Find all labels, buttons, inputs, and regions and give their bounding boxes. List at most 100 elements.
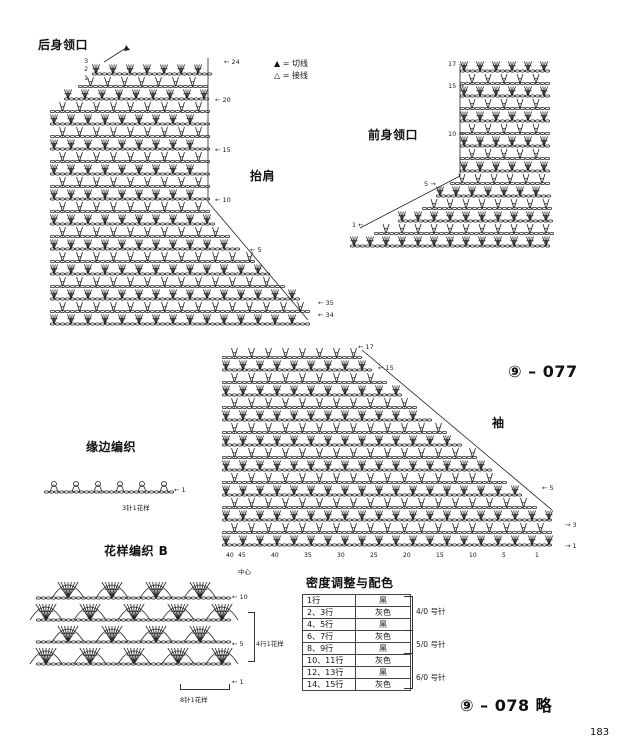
chain-stitches bbox=[397, 219, 554, 223]
stitch-fan bbox=[84, 189, 92, 200]
stitch-fan bbox=[477, 510, 485, 521]
v-stitch bbox=[350, 472, 357, 483]
stitch-fan bbox=[222, 535, 230, 546]
stitch-fan bbox=[169, 264, 177, 275]
sleeve-row-marker-3: → 3 bbox=[565, 521, 577, 529]
stitch-fan bbox=[392, 385, 400, 396]
v-stitch bbox=[195, 176, 202, 187]
stitch-fan bbox=[84, 239, 92, 250]
stitch-fan bbox=[290, 460, 298, 471]
stitch-fan bbox=[273, 485, 281, 496]
v-stitch bbox=[367, 497, 374, 508]
v-stitch bbox=[333, 497, 340, 508]
stitch-fan bbox=[118, 114, 126, 125]
chain-stitches bbox=[221, 381, 388, 385]
stitch-fan bbox=[398, 211, 406, 222]
hook-bracket-1 bbox=[404, 596, 413, 631]
v-stitch bbox=[516, 148, 524, 159]
hook-size-3: 6/0 号针 bbox=[416, 673, 446, 682]
stitch-fan bbox=[57, 581, 79, 599]
chain-stitches bbox=[221, 368, 373, 372]
stitch-fan bbox=[239, 410, 247, 421]
stitch-fan bbox=[79, 647, 101, 665]
v-stitch bbox=[110, 101, 117, 112]
chain-stitches bbox=[373, 231, 555, 235]
stitch-fan bbox=[288, 314, 296, 325]
stitch-fan bbox=[511, 485, 519, 496]
v-stitch bbox=[401, 472, 408, 483]
v-stitch bbox=[229, 251, 236, 262]
stitch-fan bbox=[508, 136, 516, 147]
pattern-code-077: ⑨ – 077 bbox=[508, 362, 578, 381]
v-stitch bbox=[384, 472, 391, 483]
color-rows-cell: 12、13行 bbox=[302, 666, 356, 679]
stitch-fan bbox=[324, 385, 332, 396]
v-stitch bbox=[299, 397, 306, 408]
v-stitch bbox=[212, 226, 219, 237]
hook-size-1: 4/0 号针 bbox=[416, 607, 446, 616]
picot bbox=[159, 481, 169, 493]
v-stitch bbox=[161, 151, 168, 162]
stitch-fan bbox=[508, 86, 516, 97]
stitch-fan bbox=[460, 86, 468, 97]
chain-stitches bbox=[49, 184, 211, 188]
stitch-fan bbox=[375, 385, 383, 396]
stitch-fan bbox=[392, 510, 400, 521]
v-stitch bbox=[144, 276, 151, 287]
v-stitch bbox=[265, 372, 272, 383]
v-stitch bbox=[452, 472, 459, 483]
stitch-fan bbox=[254, 289, 262, 300]
edging-title: 缘边编织 bbox=[86, 440, 137, 454]
v-stitch bbox=[229, 301, 236, 312]
chain-stitches bbox=[43, 490, 175, 494]
stitch-fan bbox=[57, 625, 79, 643]
stitch-fan bbox=[239, 360, 247, 371]
patb-row-marker-1: ← 1 bbox=[232, 678, 244, 686]
stitch-fan bbox=[101, 214, 109, 225]
v-stitch bbox=[494, 223, 502, 234]
color-name-cell: 灰色 bbox=[355, 678, 411, 691]
v-stitch bbox=[110, 226, 117, 237]
v-stitch bbox=[161, 101, 168, 112]
stitch-fan bbox=[443, 460, 451, 471]
v-stitch bbox=[93, 176, 100, 187]
stitch-fan bbox=[186, 189, 194, 200]
color-name-cell: 灰色 bbox=[355, 654, 411, 667]
v-stitch bbox=[542, 198, 550, 209]
v-stitch bbox=[469, 522, 476, 533]
front-row-marker-10: 10 → bbox=[448, 130, 464, 138]
stitch-fan bbox=[35, 647, 57, 665]
stitch-fan bbox=[542, 236, 550, 247]
stitch-fan bbox=[256, 360, 264, 371]
color-name-cell: 灰色 bbox=[355, 606, 411, 619]
v-stitch bbox=[76, 126, 83, 137]
front-row-marker-15: 15 → bbox=[448, 82, 464, 90]
stitch-fan bbox=[50, 289, 58, 300]
sleeve-stitch-number: 5 bbox=[502, 552, 506, 559]
stitch-fan bbox=[358, 435, 366, 446]
back-row-marker-35: ← 35 bbox=[318, 299, 334, 307]
v-stitch bbox=[452, 522, 459, 533]
v-stitch bbox=[367, 522, 374, 533]
sleeve-stitch-number: 1 bbox=[535, 552, 539, 559]
v-stitch bbox=[195, 151, 202, 162]
stitch-fan bbox=[118, 289, 126, 300]
stitch-fan bbox=[341, 535, 349, 546]
sleeve-row-marker-1: → 1 bbox=[565, 542, 577, 550]
v-stitch bbox=[178, 126, 185, 137]
stitch-fan bbox=[288, 289, 296, 300]
stitch-fan bbox=[477, 535, 485, 546]
v-stitch bbox=[510, 198, 518, 209]
v-stitch bbox=[462, 198, 470, 209]
v-stitch bbox=[282, 347, 289, 358]
v-stitch bbox=[59, 151, 66, 162]
v-stitch bbox=[522, 173, 530, 184]
v-stitch bbox=[446, 223, 454, 234]
stitch-fan bbox=[273, 535, 281, 546]
v-stitch bbox=[350, 422, 357, 433]
v-stitch bbox=[144, 251, 151, 262]
chain-stitches bbox=[49, 247, 241, 251]
stitch-fan bbox=[478, 211, 486, 222]
v-stitch bbox=[484, 98, 492, 109]
stitch-fan bbox=[392, 410, 400, 421]
